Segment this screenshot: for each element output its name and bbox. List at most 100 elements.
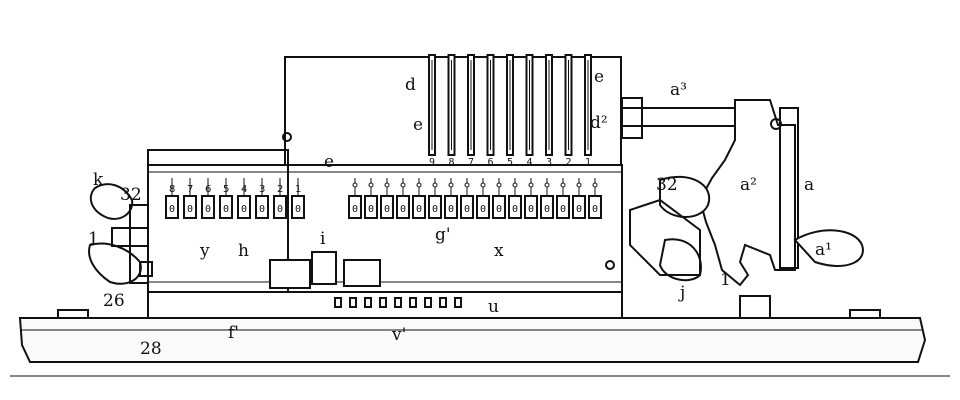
bracket-post <box>621 97 643 139</box>
counter-slot <box>364 297 372 308</box>
counter-slots <box>334 297 462 308</box>
slot-digit: 2 <box>566 157 572 168</box>
label-k: k <box>93 170 104 190</box>
label-32-right: 32 <box>656 175 678 195</box>
label-v: v' <box>391 325 406 345</box>
label-a: a <box>804 175 814 195</box>
result-digit: 0 <box>544 204 550 215</box>
label-e-left: e <box>413 115 423 135</box>
counter-slot <box>439 297 447 308</box>
label-32-left: 32 <box>120 185 142 205</box>
result-digit: 0 <box>277 204 283 215</box>
dial-digit: 7 <box>187 184 193 195</box>
foot-right <box>849 309 881 319</box>
left-knob <box>88 242 142 285</box>
slot-digit: 7 <box>468 157 474 168</box>
label-28: 28 <box>140 339 162 359</box>
result-digit: 0 <box>205 204 211 215</box>
result-digit: 0 <box>512 204 518 215</box>
result-digit: 0 <box>352 204 358 215</box>
counter-slot <box>454 297 462 308</box>
dial-dot <box>576 182 582 188</box>
dial-digit: 5 <box>223 184 229 195</box>
slot-digit: 1 <box>585 157 591 168</box>
dial-dot <box>480 182 486 188</box>
crank-rod-a <box>779 107 799 269</box>
result-digit: 0 <box>528 204 534 215</box>
slot-digit: 5 <box>507 157 513 168</box>
foot-mid <box>739 295 771 319</box>
dial-dot <box>384 182 390 188</box>
dial-digit: 2 <box>277 184 283 195</box>
result-digit: 0 <box>576 204 582 215</box>
crank-pin <box>770 118 782 130</box>
dial-dot <box>496 182 502 188</box>
label-a3: a³ <box>670 80 687 100</box>
counter-slot <box>394 297 402 308</box>
label-d2: d² <box>590 113 608 133</box>
dial-dot <box>352 182 358 188</box>
result-digit: 0 <box>496 204 502 215</box>
dial-dot <box>464 182 470 188</box>
clearing-handles <box>269 251 381 289</box>
left-collar <box>129 204 149 284</box>
counter-slot <box>379 297 387 308</box>
slot-digit: 4 <box>527 157 533 168</box>
label-f: f' <box>228 323 239 343</box>
screw-housing <box>282 132 292 142</box>
label-a1: a¹ <box>815 240 832 260</box>
dial-digit: 6 <box>205 184 211 195</box>
lower-strip <box>147 291 623 319</box>
label-d: d <box>405 75 416 95</box>
foot-left <box>57 309 89 319</box>
dial-digit: 3 <box>259 184 265 195</box>
slot-digit: 9 <box>429 157 435 168</box>
result-digit: 0 <box>368 204 374 215</box>
dial-digit: 4 <box>241 184 247 195</box>
result-digit: 0 <box>384 204 390 215</box>
dial-dot <box>544 182 550 188</box>
dial-digit: 1 <box>295 184 301 195</box>
label-i: i <box>320 229 326 249</box>
dial-dot <box>512 182 518 188</box>
label-a2: a² <box>740 175 757 195</box>
main-body <box>287 164 623 293</box>
counter-slot <box>349 297 357 308</box>
dial-dot <box>560 182 566 188</box>
slot-digit: 6 <box>488 157 494 168</box>
dial-dot <box>432 182 438 188</box>
result-digit: 0 <box>295 204 301 215</box>
result-digit: 0 <box>464 204 470 215</box>
counter-slot <box>334 297 342 308</box>
label-u: u <box>488 297 499 317</box>
carriage-top-rail <box>147 149 289 166</box>
dial-dot <box>400 182 406 188</box>
crank-handle-a1 <box>793 229 864 267</box>
result-digit: 0 <box>560 204 566 215</box>
screw-body <box>605 260 615 270</box>
left-handle-k <box>89 183 134 220</box>
result-digit: 0 <box>400 204 406 215</box>
result-digit: 0 <box>448 204 454 215</box>
dial-dot <box>528 182 534 188</box>
result-digit: 0 <box>241 204 247 215</box>
slot-digit: 3 <box>546 157 552 168</box>
dial-dot <box>416 182 422 188</box>
right-lever-base <box>629 198 701 276</box>
crank-frame-a2 <box>698 99 796 287</box>
label-y: y <box>199 241 210 261</box>
right-handle-j <box>659 175 711 218</box>
result-digit: 0 <box>169 204 175 215</box>
label-26: 26 <box>103 291 125 311</box>
counter-slot <box>424 297 432 308</box>
label-e-top-right: e <box>594 67 604 87</box>
label-e-small: e <box>324 152 334 172</box>
label-1-left: 1 <box>88 229 99 249</box>
result-digit: 0 <box>259 204 265 215</box>
result-digit: 0 <box>592 204 598 215</box>
dial-digit: 8 <box>169 184 175 195</box>
counter-slot <box>409 297 417 308</box>
result-digit: 0 <box>416 204 422 215</box>
